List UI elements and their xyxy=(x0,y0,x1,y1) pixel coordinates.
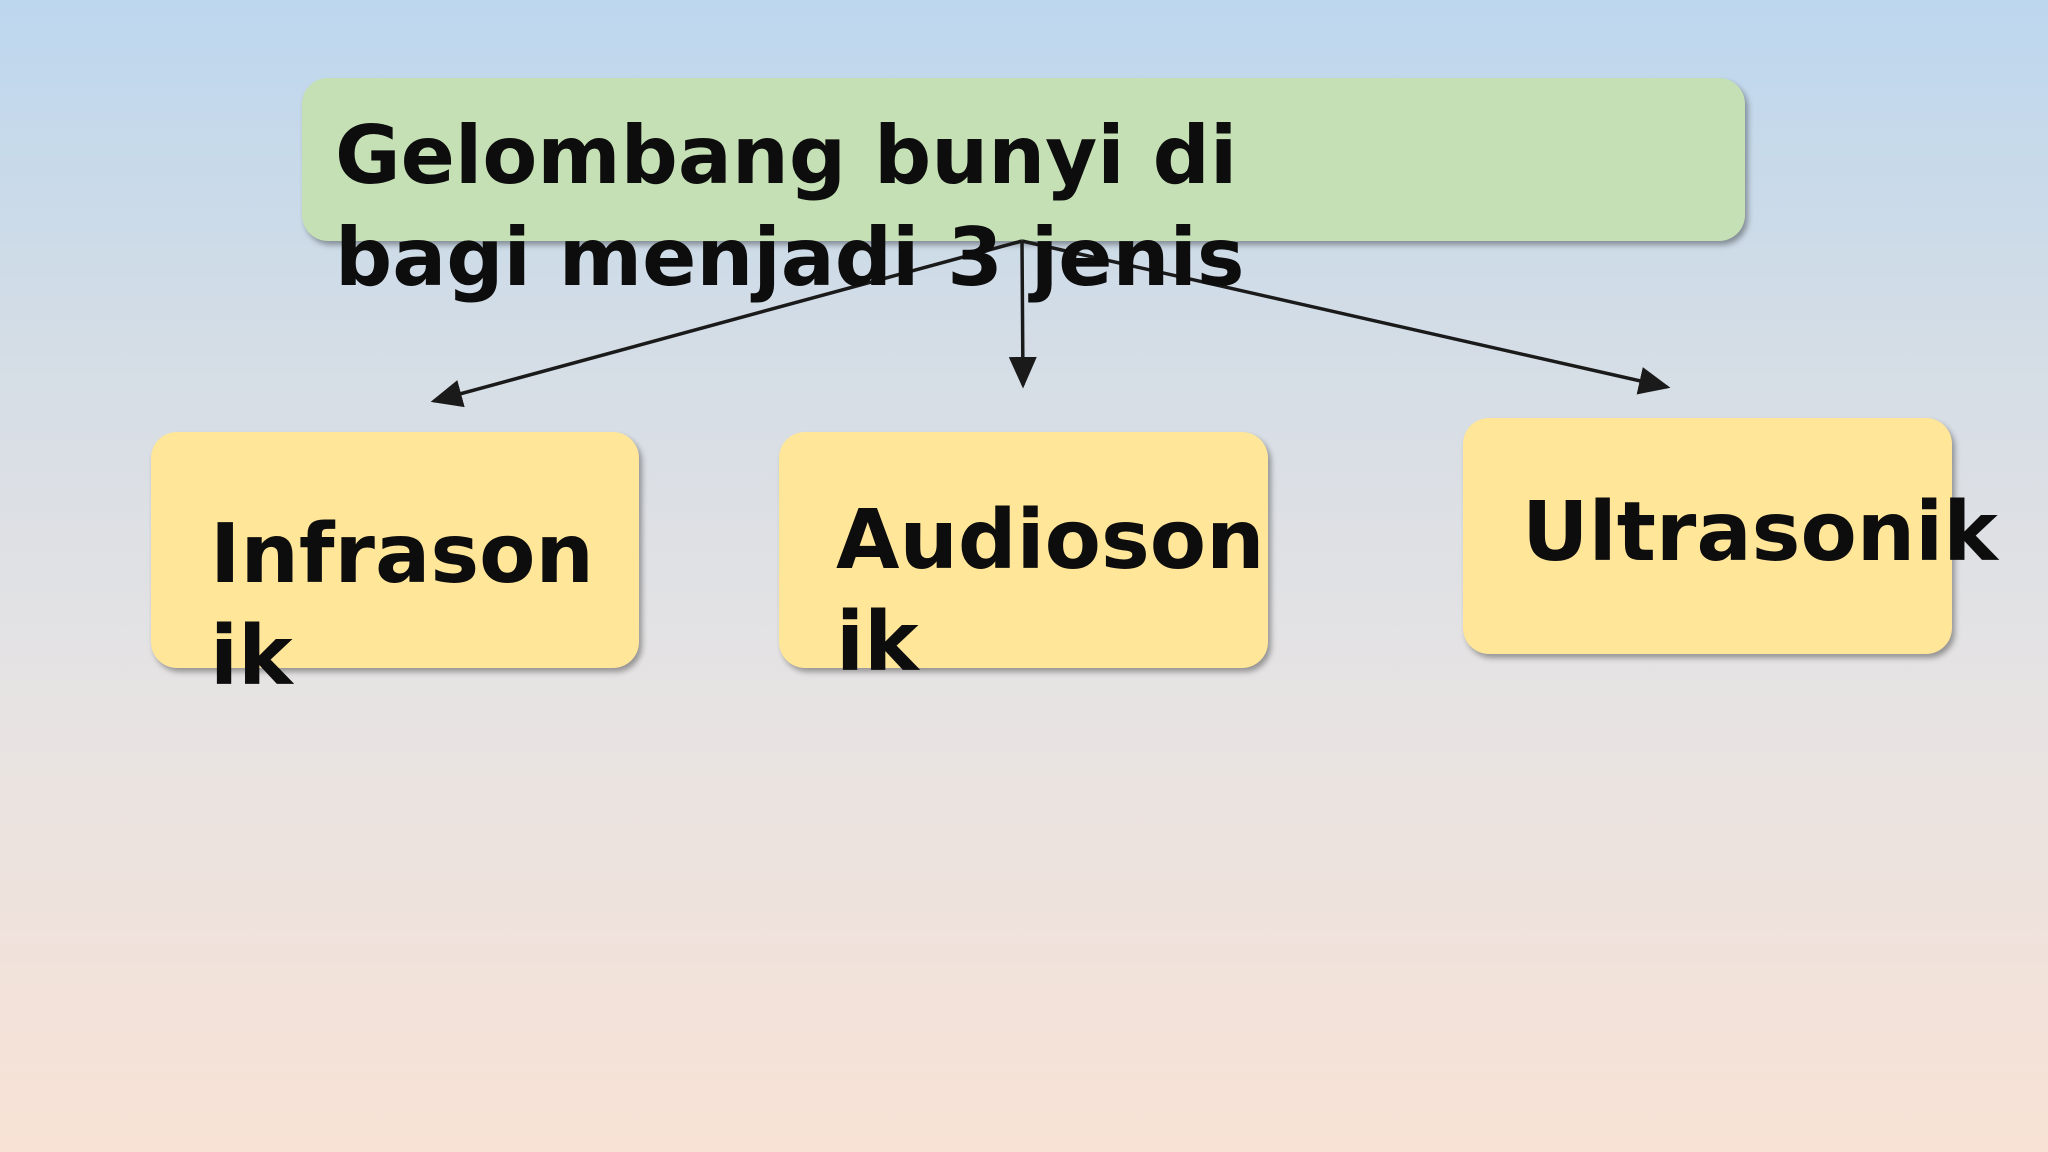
child-node-box-audiosonik xyxy=(779,432,1268,668)
child-node-label-ultrasonik: Ultrasonik xyxy=(1522,485,1998,580)
root-node-box xyxy=(302,78,1745,241)
child-node-label-infrasonik: Infrasonik xyxy=(210,507,594,704)
child-node-box-infrasonik xyxy=(151,432,639,668)
child-node-label-audiosonik: Audiosonik xyxy=(836,493,1265,690)
root-node-label: Gelombang bunyi di bagi menjadi 3 jenis xyxy=(335,109,1245,304)
child-node-box-ultrasonik xyxy=(1463,418,1952,654)
